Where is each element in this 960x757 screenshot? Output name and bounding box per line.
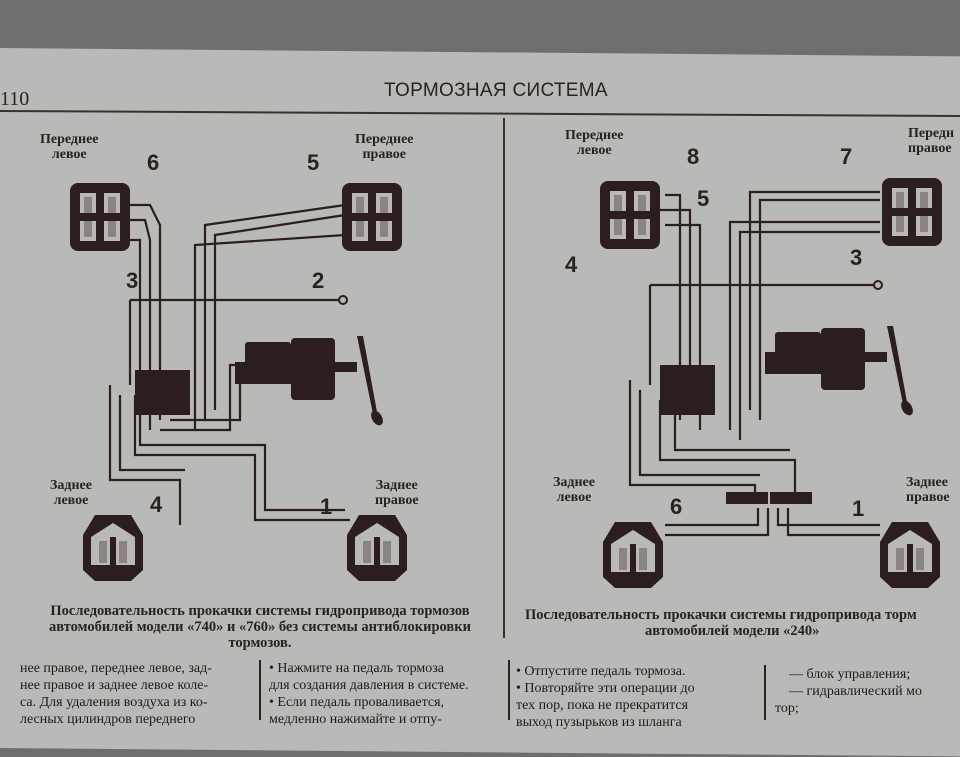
bleed-number: 2 xyxy=(312,268,325,293)
caption-left: Последовательность прокачки системы гидр… xyxy=(49,603,471,651)
caliper-rear-right-240 xyxy=(880,522,940,588)
caliper-front-left-240 xyxy=(600,181,660,249)
bleed-number: 4 xyxy=(150,492,163,517)
bleed-number: 5 xyxy=(307,150,320,175)
section-title: ТОРМОЗНАЯ СИСТЕМА xyxy=(384,80,608,101)
page-number: 110 xyxy=(0,88,30,110)
bleed-number: 1 xyxy=(852,496,865,521)
column-rule xyxy=(764,665,766,720)
caliper-rear-left-240 xyxy=(603,522,663,588)
caliper-rear-left xyxy=(83,515,143,581)
bleed-number: 8 xyxy=(687,144,700,169)
bleed-number: 3 xyxy=(850,245,863,270)
bleed-number: 3 xyxy=(126,268,139,293)
bleed-number: 5 xyxy=(697,186,710,211)
proportioning-valve-right xyxy=(770,492,812,504)
bleed-number: 6 xyxy=(147,150,160,175)
column-rule xyxy=(508,660,510,720)
column-rule xyxy=(259,660,261,720)
master-cylinder-right xyxy=(660,365,715,415)
caption-right: Последовательность прокачки системы гидр… xyxy=(525,607,917,639)
text-column-3: • Отпустите педаль тормоза.• Повторяйте … xyxy=(516,664,695,730)
caliper-front-right xyxy=(342,183,402,251)
booster-pedal-left xyxy=(235,336,386,428)
text-column-1: нее правое, переднее левое, зад-нее прав… xyxy=(20,661,212,727)
caliper-front-right-240 xyxy=(882,178,942,246)
booster-pedal-right xyxy=(765,326,916,418)
proportioning-valve-left xyxy=(726,492,768,504)
bleed-number: 4 xyxy=(565,252,578,277)
master-cylinder-left xyxy=(135,370,190,415)
caliper-rear-right xyxy=(347,515,407,581)
bleed-number: 6 xyxy=(670,494,683,519)
bleed-number: 1 xyxy=(320,494,333,519)
caliper-front-left xyxy=(70,183,130,251)
bleed-number: 7 xyxy=(840,144,853,169)
brake-diagrams xyxy=(70,178,942,588)
column-divider xyxy=(503,118,505,638)
